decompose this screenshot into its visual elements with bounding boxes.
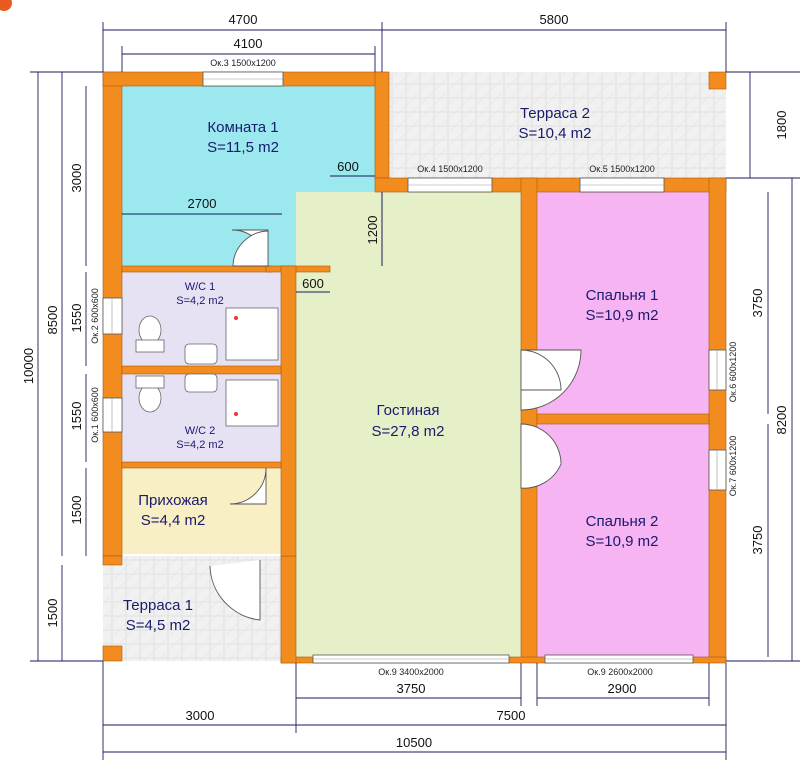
room-gostinaya-fill-b — [330, 192, 380, 266]
wc-fixtures — [135, 307, 279, 427]
dim-bottom-7500: 7500 — [497, 708, 526, 723]
window-label-ok9b: Ок.9 2600x2000 — [587, 667, 653, 677]
dim-bottom-3750: 3750 — [397, 681, 426, 696]
dim-right-3750a: 3750 — [750, 289, 765, 318]
room-komnata1-area: S=11,5 m2 — [207, 139, 279, 156]
logo-mark — [0, 0, 12, 11]
dim-inner-600b: 600 — [302, 276, 324, 291]
dim-left-3000: 3000 — [69, 164, 84, 193]
room-spalnya2-name: Спальня 2 — [586, 513, 659, 530]
dim-bottom-3000: 3000 — [186, 708, 215, 723]
room-terrasa2-area: S=10,4 m2 — [519, 125, 592, 142]
room-wc2-area: S=4,2 m2 — [176, 439, 223, 451]
window-label-ok4: Ок.4 1500x1200 — [417, 164, 483, 174]
dim-left-10000: 10000 — [21, 348, 36, 384]
room-wc1-name: W/C 1 — [185, 281, 216, 293]
room-spalnya1-name: Спальня 1 — [586, 287, 659, 304]
dim-left-8500: 8500 — [45, 306, 60, 335]
room-komnata1-name: Комната 1 — [207, 119, 278, 136]
window-label-ok3: Ок.3 1500x1200 — [210, 58, 276, 68]
dimension-lines — [30, 22, 800, 760]
dim-right-1800: 1800 — [774, 111, 789, 140]
dim-top-5800: 5800 — [540, 12, 569, 27]
room-prihozhaya-fill — [122, 468, 296, 554]
dim-bottom-10500: 10500 — [396, 735, 432, 750]
dim-right-3750b: 3750 — [750, 526, 765, 555]
window-label-ok7: Ок.7 600x1200 — [728, 436, 738, 496]
window-label-ok2: Ок.2 600x600 — [90, 288, 100, 343]
room-spalnya2-area: S=10,9 m2 — [586, 533, 659, 550]
room-wc1-area: S=4,2 m2 — [176, 295, 223, 307]
window-label-ok5: Ок.5 1500x1200 — [589, 164, 655, 174]
room-spalnya1-area: S=10,9 m2 — [586, 307, 659, 324]
room-spalnya2-fill — [537, 424, 709, 657]
room-gostinaya-name: Гостиная — [377, 402, 440, 419]
room-prihozhaya-name: Прихожая — [138, 492, 208, 509]
room-terrasa2-name: Терраса 2 — [520, 105, 590, 122]
dim-right-8200: 8200 — [774, 406, 789, 435]
window-label-ok1: Ок.1 600x600 — [90, 387, 100, 442]
room-gostinaya-area: S=27,8 m2 — [372, 423, 445, 440]
room-prihozhaya-area: S=4,4 m2 — [141, 512, 206, 529]
dim-left-1550a: 1550 — [69, 304, 84, 333]
room-gostinaya-fill — [296, 192, 521, 657]
dim-inner-2700: 2700 — [188, 196, 217, 211]
dim-left-1550b: 1550 — [69, 402, 84, 431]
terrace-2-floor — [382, 72, 726, 178]
dim-top-4100: 4100 — [234, 36, 263, 51]
dim-left-1500a: 1500 — [69, 496, 84, 525]
room-wc2-name: W/C 2 — [185, 425, 216, 437]
room-terrasa1-area: S=4,5 m2 — [126, 617, 191, 634]
window-label-ok9a: Ок.9 3400x2000 — [378, 667, 444, 677]
dim-inner-1200: 1200 — [365, 216, 380, 245]
window-label-ok6: Ок.6 600x1200 — [728, 342, 738, 402]
doors — [209, 229, 582, 621]
dim-inner-600a: 600 — [337, 159, 359, 174]
dim-left-1500b: 1500 — [45, 599, 60, 628]
room-terrasa1-name: Терраса 1 — [123, 597, 193, 614]
dim-bottom-2900: 2900 — [608, 681, 637, 696]
dim-top-4700: 4700 — [229, 12, 258, 27]
